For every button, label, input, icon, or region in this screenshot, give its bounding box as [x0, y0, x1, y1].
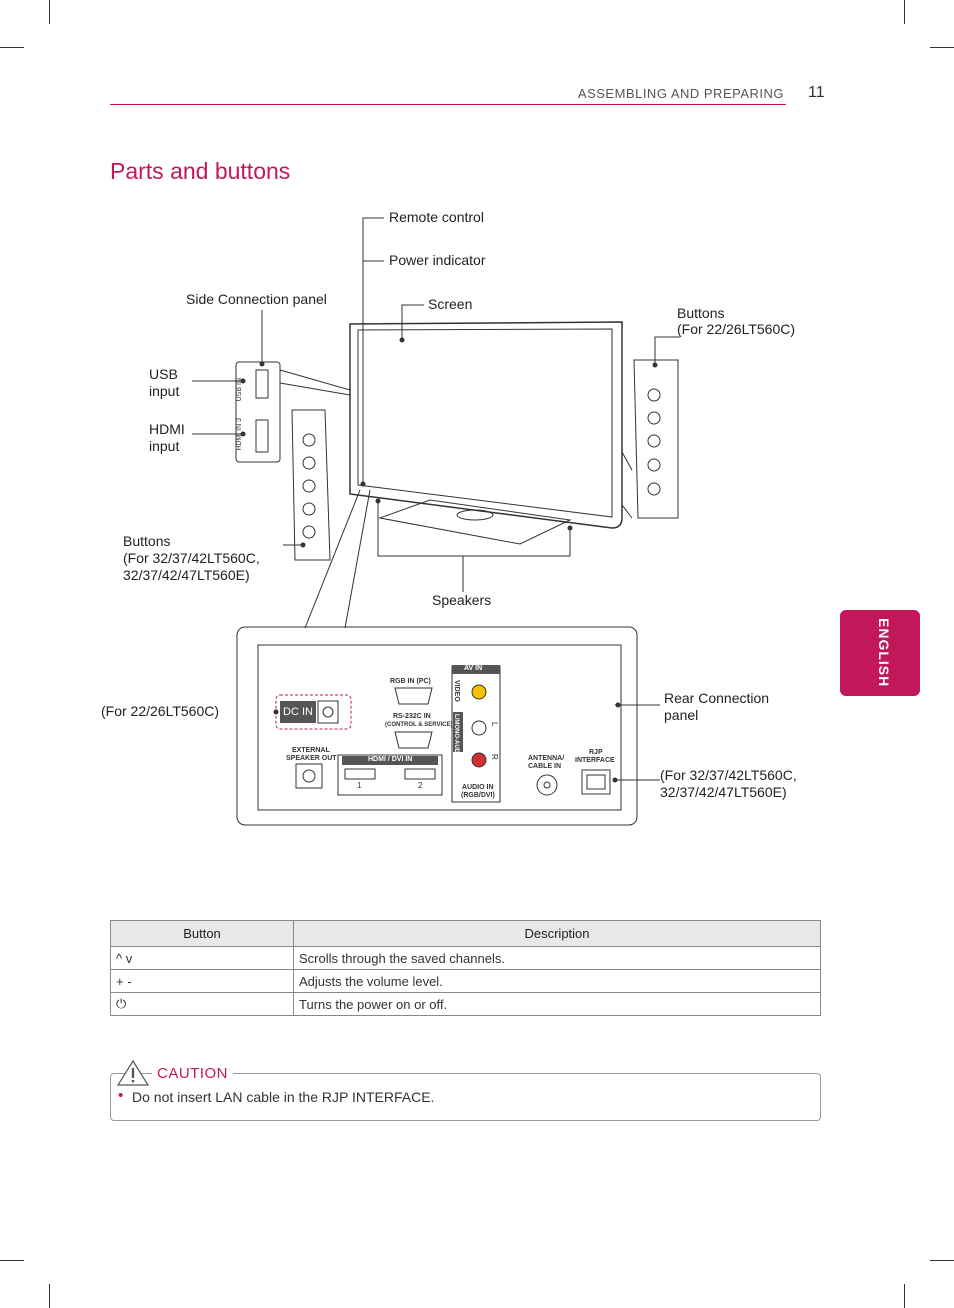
crop-mark — [49, 1284, 50, 1308]
ext-speaker-text-2: SPEAKER OUT — [286, 755, 337, 762]
hdmi-in-text: HDMI IN 3 — [236, 418, 243, 451]
caution-box — [110, 1073, 821, 1121]
mono-audio-text: L/MONO-AUDIO-R — [453, 714, 459, 766]
label-hdmi: HDMI — [149, 421, 185, 437]
crop-mark — [0, 47, 24, 48]
page-title: Parts and buttons — [110, 158, 291, 184]
audio-in-text-1: AUDIO IN — [462, 784, 494, 791]
rjp-text-1: RJP — [589, 749, 603, 756]
av-in-text: AV IN — [464, 665, 483, 672]
rear-panel-frame — [236, 626, 638, 826]
rear-panel-inner — [257, 644, 622, 811]
label-usb-input: input — [149, 383, 180, 399]
crop-mark — [49, 0, 50, 24]
r-text: R — [490, 754, 499, 760]
crop-mark — [0, 1260, 24, 1261]
hdmi-dvi-text: HDMI / DVI IN — [368, 756, 413, 763]
table-cell-button: ⏻ — [110, 992, 294, 1016]
label-screen: Screen — [428, 296, 473, 312]
hdmi-port — [255, 419, 269, 453]
hdmi-1-text: 1 — [357, 781, 362, 790]
crop-mark — [904, 1284, 905, 1308]
caution-label: CAUTION — [152, 1065, 233, 1082]
label-hdmi-input: input — [149, 438, 180, 454]
label-power-indicator: Power indicator — [389, 252, 486, 268]
ext-speaker-text-1: EXTERNAL — [292, 747, 330, 754]
tv-stand — [378, 499, 572, 545]
table-row: ⏻ Turns the power on or off. — [110, 992, 821, 1016]
header-rule — [110, 104, 786, 105]
antenna-text-2: CABLE IN — [528, 763, 562, 770]
label-rjp-model-1: (For 32/37/42LT560C, — [660, 767, 797, 783]
stand-neck — [456, 509, 494, 521]
dc-in-text: DC IN — [283, 706, 313, 718]
label-buttons-large-model-2: 32/37/42/47LT560E) — [123, 567, 250, 583]
antenna-text-1: ANTENNA/ — [528, 755, 565, 762]
tv-screen — [357, 328, 613, 518]
table-row: ^ v Scrolls through the saved channels. — [110, 946, 821, 970]
table-cell-button: + - — [110, 969, 294, 993]
side-connection-panel — [235, 361, 281, 463]
bullet-icon: • — [118, 1087, 124, 1104]
label-buttons-large-model-1: (For 32/37/42LT560C, — [123, 550, 260, 566]
section-header: ASSEMBLING AND PREPARING — [577, 86, 784, 101]
tv-diagram — [192, 217, 680, 826]
language-tab-label: ENGLISH — [876, 618, 892, 688]
rs232-text: RS-232C IN — [393, 713, 431, 720]
dc-in-jack — [317, 700, 339, 724]
tv-bezel — [349, 321, 623, 529]
label-speakers: Speakers — [432, 592, 492, 608]
label-rear-connection: Rear Connection — [664, 690, 770, 706]
crop-mark — [930, 47, 954, 48]
label-buttons-small: Buttons — [677, 305, 725, 321]
buttons-panel-small — [633, 359, 679, 519]
usb-in-text: USB IN — [236, 378, 243, 402]
table-cell-button: ^ v — [110, 946, 294, 970]
audio-r-jack — [471, 752, 487, 768]
audio-in-text-2: (RGB/DVI) — [461, 792, 495, 799]
table-cell-description: Scrolls through the saved channels. — [293, 946, 821, 970]
table-cell-description: Turns the power on or off. — [293, 992, 821, 1016]
audio-l-jack — [471, 720, 487, 736]
label-dc-in-model: (For 22/26LT560C) — [101, 703, 220, 719]
label-buttons-small-model: (For 22/26LT560C) — [677, 321, 796, 337]
label-rjp-model-2: 32/37/42/47LT560E) — [660, 784, 787, 800]
buttons-table: Button Description ^ v Scrolls through t… — [110, 920, 821, 1016]
table-header-row: Button Description — [110, 920, 821, 947]
ext-speaker-jack — [295, 763, 323, 789]
video-jack — [471, 684, 487, 700]
table-header-button: Button — [110, 920, 294, 947]
rjp-text-2: INTERFACE — [575, 757, 615, 764]
language-tab — [840, 610, 920, 696]
label-usb: USB — [149, 366, 178, 382]
buttons-panel-large — [291, 409, 331, 561]
label-side-connection-panel: Side Connection panel — [186, 291, 327, 307]
rgb-port — [394, 687, 433, 705]
usb-port — [255, 369, 269, 399]
hdmi-2-text: 2 — [418, 781, 423, 790]
antenna-jack — [536, 774, 558, 796]
table-row: + - Adjusts the volume level. — [110, 969, 821, 993]
label-buttons-large: Buttons — [123, 533, 171, 549]
crop-mark — [930, 1260, 954, 1261]
label-rear-connection-panel: panel — [664, 707, 699, 723]
l-text: L — [490, 722, 499, 727]
warning-icon — [116, 1059, 150, 1086]
hdmi-ports-block — [337, 754, 443, 796]
label-remote-control: Remote control — [389, 209, 484, 225]
video-text: VIDEO — [453, 680, 460, 702]
table-cell-description: Adjusts the volume level. — [293, 969, 821, 993]
page-number: 11 — [808, 84, 825, 101]
rs232-port — [394, 731, 433, 749]
rgb-in-text: RGB IN (PC) — [390, 678, 431, 685]
crop-mark — [904, 0, 905, 24]
rs232-sub-text: (CONTROL & SERVICE) — [385, 722, 453, 728]
table-header-description: Description — [293, 920, 821, 947]
rjp-port — [581, 769, 611, 795]
caution-text: Do not insert LAN cable in the RJP INTER… — [132, 1089, 435, 1105]
